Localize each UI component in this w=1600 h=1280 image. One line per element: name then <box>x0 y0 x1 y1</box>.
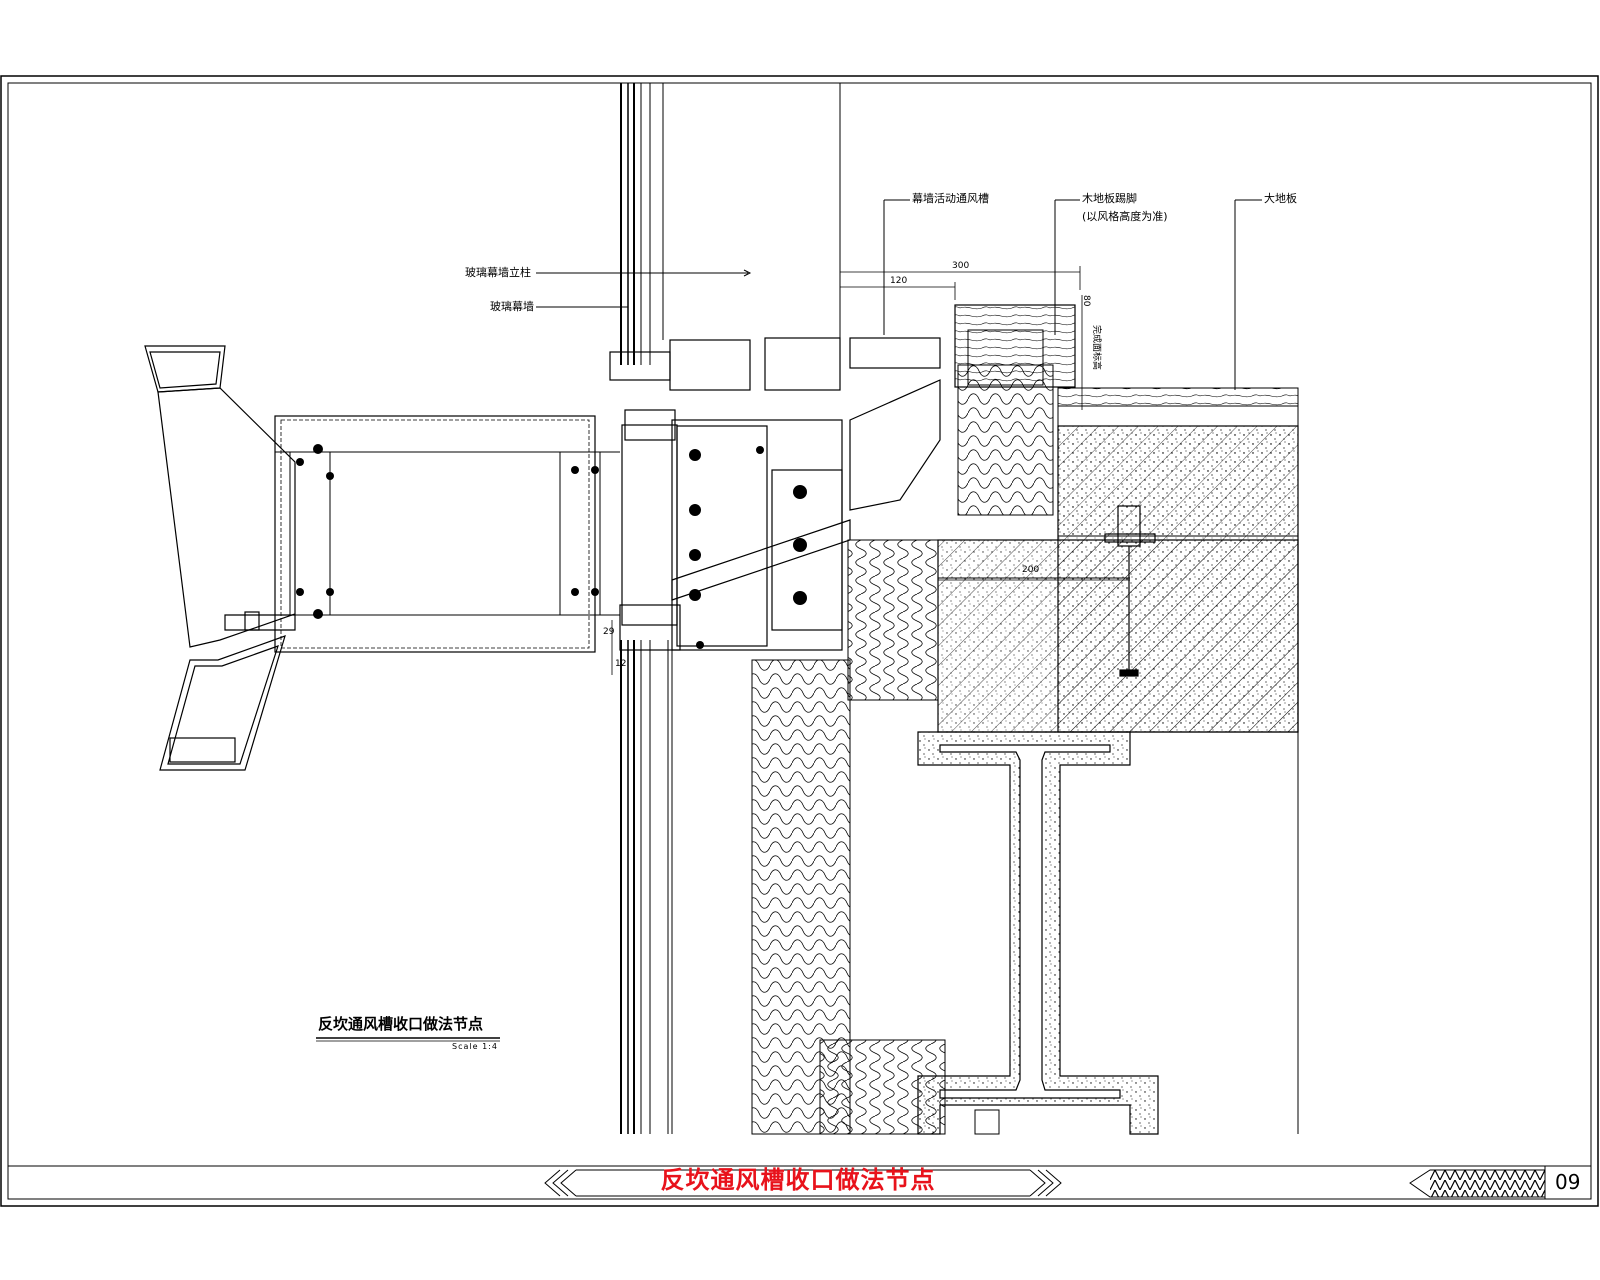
title-chevrons <box>544 1169 1062 1197</box>
lower-glass-wall <box>620 640 673 1134</box>
sheet-title: 反坎通风槽收口做法节点 <box>660 1166 936 1194</box>
sheet-number: 09 <box>1555 1170 1581 1194</box>
bolt-set <box>296 444 599 619</box>
callout-glass-column: 玻璃幕墙立柱 <box>465 266 531 279</box>
steel-box-beam <box>274 415 620 653</box>
dimension-12: 12 <box>615 659 627 669</box>
detail-title-underline <box>316 1037 500 1042</box>
wall-insulation <box>751 659 1000 1135</box>
mullion-bolts <box>689 446 807 649</box>
callout-wood-skirting: 木地板踢脚 <box>1082 192 1137 205</box>
dimension-29: 29 <box>603 627 615 637</box>
callout-glass-wall: 玻璃幕墙 <box>490 300 534 313</box>
anchor-bolt <box>1104 505 1156 677</box>
callout-floor-slab: 大地板 <box>1264 192 1297 205</box>
dimension-lines <box>611 266 1130 675</box>
concrete-slab <box>937 425 1299 733</box>
dimension-finish-level: 完成面标高 <box>1091 325 1101 371</box>
glass-curtain-wall <box>620 83 841 365</box>
dimension-300: 300 <box>952 261 970 271</box>
sheet-number-badge <box>1409 1166 1546 1199</box>
external-louver-profile <box>144 345 296 771</box>
callout-skirting-note: (以风格高度为准) <box>1082 210 1168 223</box>
callout-vent-slot: 幕墙活动通风槽 <box>912 192 989 205</box>
dimension-120: 120 <box>890 276 908 286</box>
callout-leaders <box>536 199 1262 390</box>
dimension-80: 80 <box>1081 295 1091 307</box>
sheet-border <box>0 75 1599 1207</box>
dimension-200: 200 <box>1022 565 1040 575</box>
detail-title: 反坎通风槽收口做法节点 <box>318 1015 484 1033</box>
steel-i-beam <box>917 731 1159 1135</box>
detail-scale: Scale 1:4 <box>452 1042 498 1051</box>
